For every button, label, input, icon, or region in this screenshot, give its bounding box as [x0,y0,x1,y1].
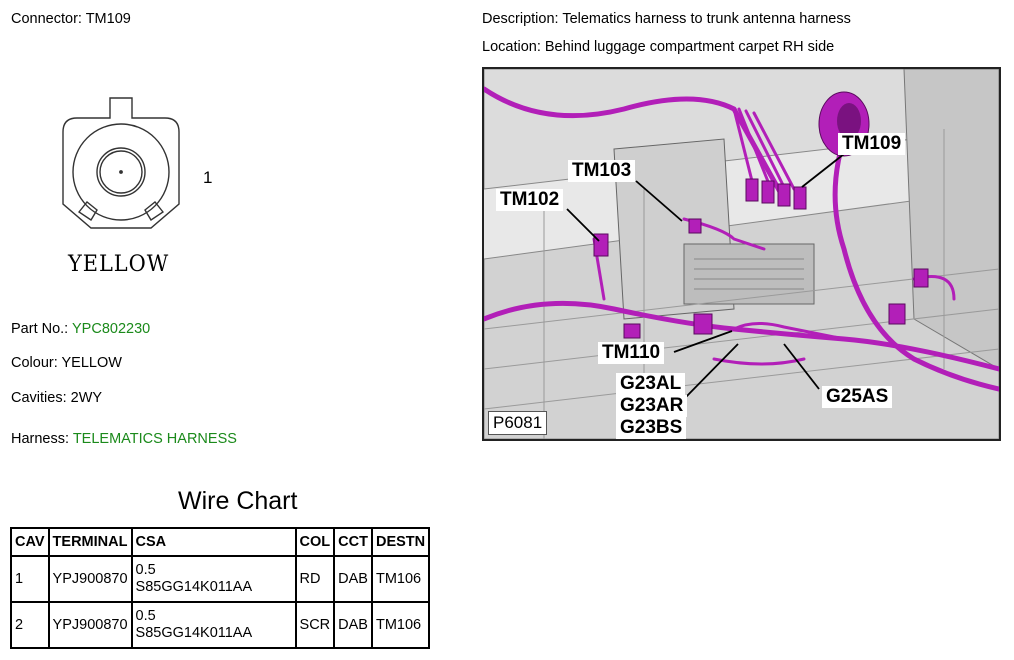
callout-tm109: TM109 [838,133,906,155]
cell-terminal: YPJ900870 [47,555,133,603]
harness-value[interactable]: TELEMATICS HARNESS [72,431,237,447]
connector-colour-caption: YELLOW [68,252,170,277]
cell-terminal: YPJ900870 [47,601,133,649]
table-row: 2 YPJ900870 0.5 S85GG14K011AA SCR DAB TM… [10,601,431,649]
cell-csa-code: S85GG14K011AA [135,579,253,595]
description-text: Description: Telematics harness to trunk… [482,11,851,27]
wire-chart-title: Wire Chart [178,487,298,515]
callout-tm103: TM103 [568,160,636,182]
part-number-row: Part No.: YPC802230 [11,321,150,337]
connector-face-diagram [62,97,180,229]
callout-g25as: G25AS [822,386,893,408]
colour-row: Colour: YELLOW [11,355,122,371]
callout-g23bs: G23BS [616,417,687,439]
cell-csa-size: 0.5 [135,562,156,578]
cell-cct: DAB [333,555,373,603]
cell-cav: 1 [10,555,50,603]
cell-csa-size: 0.5 [135,608,156,624]
column-header-cct: CCT [333,527,373,557]
callout-tm110: TM110 [598,342,665,364]
part-number-value[interactable]: YPC802230 [72,321,151,337]
cell-csa-code: S85GG14K011AA [135,625,253,641]
cell-destn[interactable]: TM106 [370,601,431,649]
cell-col: RD [294,555,336,603]
callout-tm102: TM102 [496,189,564,211]
column-header-col: COL [294,527,336,557]
column-header-destn: DESTN [370,527,431,557]
cell-csa: 0.5 S85GG14K011AA [130,555,297,603]
callout-g23al: G23AL [616,373,686,395]
cell-col: SCR [294,601,336,649]
location-photo: TM109 TM103 TM102 TM110 G23AL G23AR G23B… [482,67,1001,441]
photo-reference: P6081 [488,411,548,435]
harness-row: Harness: TELEMATICS HARNESS [11,431,237,447]
part-number-label: Part No.: [11,321,69,337]
cavities-row: Cavities: 2WY [11,390,103,406]
column-header-cav: CAV [10,527,50,557]
trunk-interior-illustration [484,69,999,439]
column-header-terminal: TERMINAL [47,527,133,557]
callout-g23ar: G23AR [616,395,688,417]
wire-chart-header-row: CAV TERMINAL CSA COL CCT DESTN [10,527,431,557]
table-row: 1 YPJ900870 0.5 S85GG14K011AA RD DAB TM1… [10,555,431,603]
cell-cct: DAB [333,601,373,649]
cell-csa: 0.5 S85GG14K011AA [130,601,297,649]
cell-cav: 2 [10,601,50,649]
wire-chart-table: CAV TERMINAL CSA COL CCT DESTN 1 YPJ9008… [10,527,431,649]
location-text: Location: Behind luggage compartment car… [482,39,835,55]
harness-label: Harness: [11,431,70,447]
column-header-csa: CSA [130,527,297,557]
cell-destn[interactable]: TM106 [370,555,431,603]
connector-label: Connector: TM109 [11,11,131,27]
cavity-number-label: 1 [203,168,213,187]
